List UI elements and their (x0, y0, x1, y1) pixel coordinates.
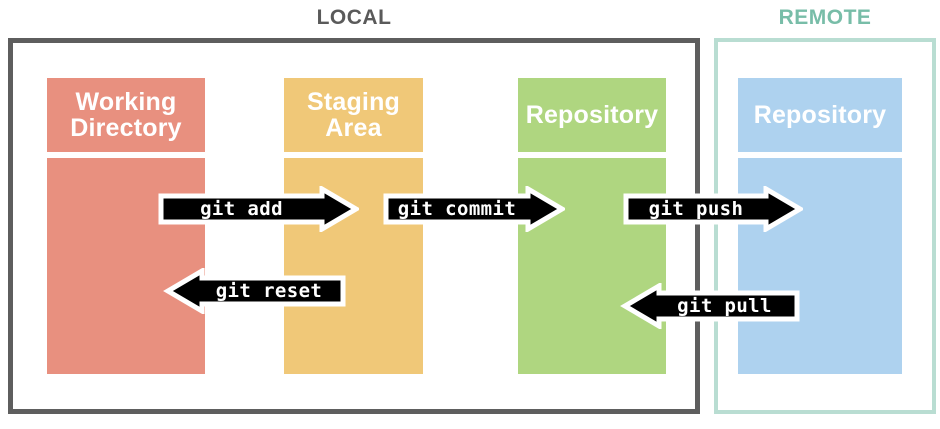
area-remote-repository-title: Repository (753, 100, 887, 129)
section-label-remote: REMOTE (778, 6, 872, 29)
area-staging-area: Staging Area (284, 78, 423, 374)
remote-section-frame (714, 38, 936, 414)
arrow-git-commit: git commit (383, 186, 565, 232)
area-remote-repository: Repository (738, 78, 902, 374)
arrow-git-reset: git reset (158, 268, 346, 314)
area-working-directory-title: Working Directory (70, 87, 182, 142)
local-section-frame (8, 38, 700, 414)
area-working-directory-header: Working Directory (47, 78, 205, 152)
arrow-right-icon (383, 186, 565, 232)
arrow-git-push: git push (623, 186, 803, 232)
area-staging-area-header: Staging Area (284, 78, 423, 152)
section-label-local: LOCAL (316, 6, 392, 29)
arrow-git-add: git add (158, 186, 359, 232)
area-local-repository-title: Repository (525, 100, 659, 129)
arrow-left-icon (163, 268, 346, 314)
arrow-git-pull: git pull (615, 283, 800, 329)
arrow-right-icon (158, 186, 359, 232)
arrow-left-icon (620, 283, 800, 329)
area-local-repository-header: Repository (518, 78, 666, 152)
area-remote-repository-header: Repository (738, 78, 902, 152)
area-staging-area-title: Staging Area (306, 87, 401, 142)
arrow-right-icon (623, 186, 803, 232)
